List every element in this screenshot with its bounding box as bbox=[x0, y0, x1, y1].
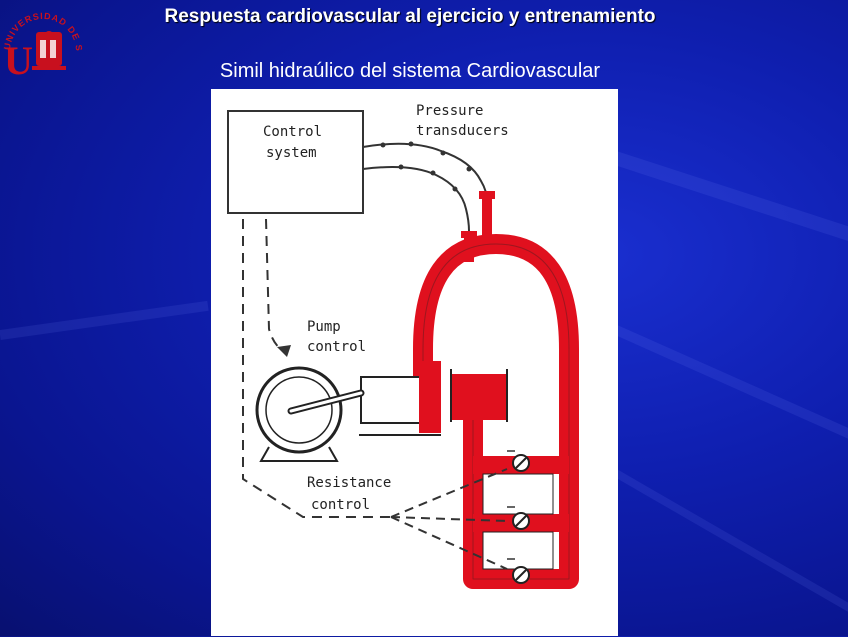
university-seal-icon: UNIVERSIDAD DE SEVILLA U bbox=[0, 0, 83, 83]
control-system-label: system bbox=[266, 145, 317, 161]
transducer-wire bbox=[362, 142, 488, 202]
university-logo: UNIVERSIDAD DE SEVILLA U bbox=[0, 0, 84, 83]
pump-control-label: control bbox=[307, 339, 366, 355]
resistance-control-label: control bbox=[311, 497, 370, 513]
control-system-label: Control bbox=[263, 124, 322, 140]
resistance-valve bbox=[512, 512, 530, 530]
pressure-transducers-label: Pressure bbox=[416, 103, 483, 119]
pressure-transducers-label: transducers bbox=[416, 123, 509, 139]
resistance-control-label: Resistance bbox=[307, 475, 391, 491]
valve-control-lines bbox=[390, 468, 508, 570]
pump-cylinder bbox=[360, 376, 424, 424]
pump-control-label: Pump bbox=[307, 319, 341, 335]
pump-chamber bbox=[419, 361, 441, 433]
pressure-transducer bbox=[461, 231, 477, 238]
hydraulic-diagram: Control system Pressure transducers bbox=[227, 103, 579, 589]
slide-title: Respuesta cardiovascular al ejercicio y … bbox=[164, 6, 656, 27]
reservoir bbox=[451, 374, 507, 420]
pump-control-line bbox=[265, 218, 284, 352]
slide-subtitle: Simil hidraúlico del sistema Cardiovascu… bbox=[219, 60, 601, 82]
control-system-box bbox=[227, 110, 364, 214]
resistance-control-line bbox=[242, 219, 391, 518]
svg-text:U: U bbox=[4, 38, 33, 82]
resistance-valve bbox=[512, 454, 530, 472]
background-streak bbox=[598, 460, 848, 637]
hydraulic-diagram-panel: Control system Pressure transducers bbox=[211, 89, 618, 636]
transducer-wire bbox=[362, 166, 470, 232]
pressure-transducer bbox=[479, 191, 495, 199]
resistance-valve bbox=[512, 566, 530, 584]
circulation-arch bbox=[413, 234, 579, 589]
background-streak bbox=[0, 300, 209, 340]
